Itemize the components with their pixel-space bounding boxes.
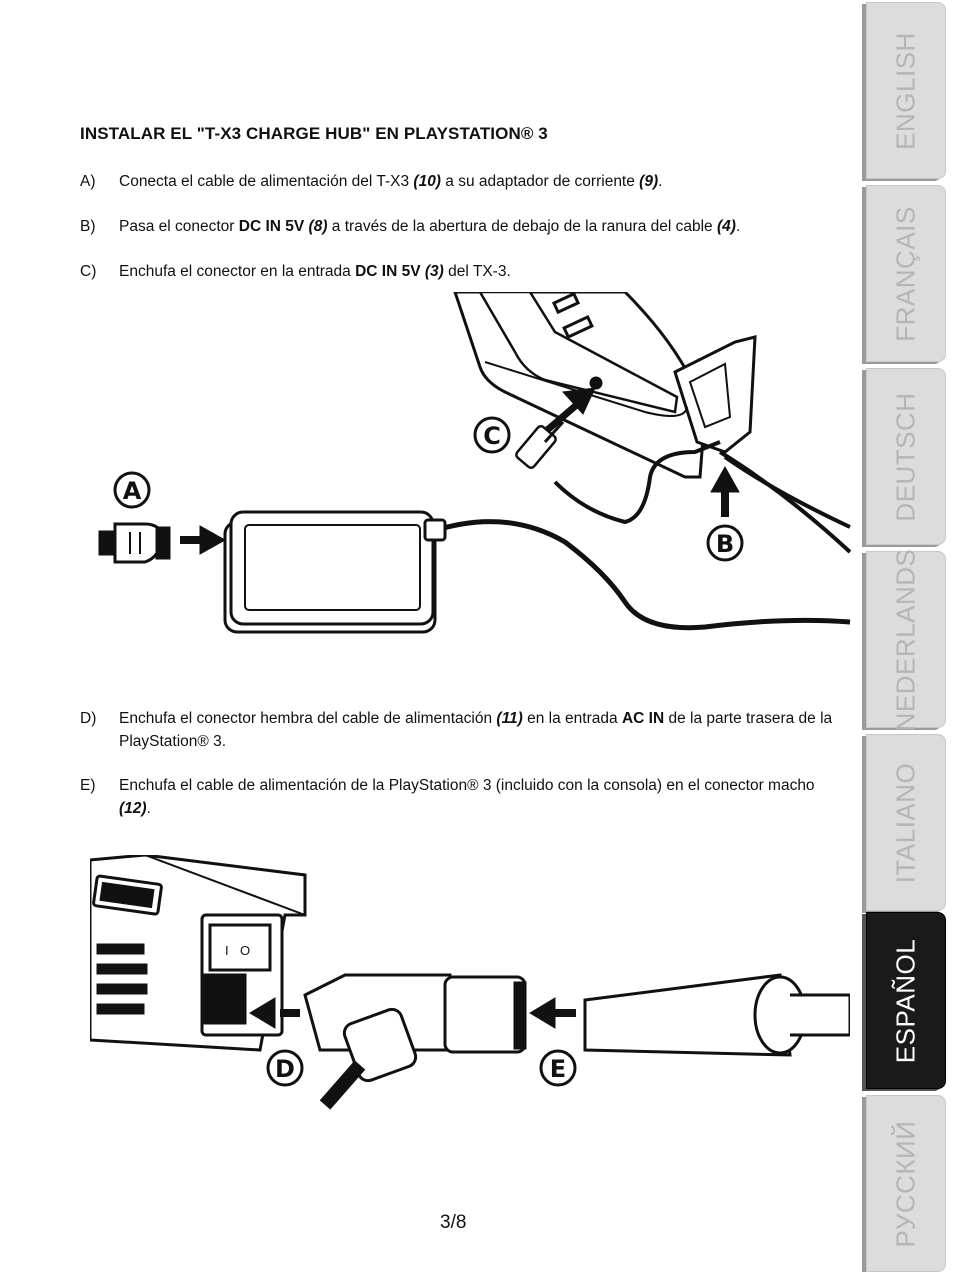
step-text: Conecta el cable de alimentación del T-X… [119,170,840,193]
step-text-run: Pasa el conector [119,218,239,235]
step-emphasis: DC IN 5V [238,218,305,235]
tab-label: FRANÇAIS [890,205,921,342]
callout-b: B [706,524,744,562]
tab-label: РУССКИЙ [890,1120,921,1247]
callout-c-label: C [483,422,501,450]
step-d: D) Enchufa el conector hembra del cable … [80,707,840,753]
arrow-d [249,997,300,1029]
tab-english[interactable]: ENGLISH [866,2,946,179]
step-text: Enchufa el conector hembra del cable de … [119,707,840,753]
callout-e-label: E [550,1055,566,1083]
step-emphasis: AC IN [621,710,665,727]
step-letter: E) [80,777,96,794]
step-text: Enchufa el conector en la entrada DC IN … [119,260,840,283]
step-emphasis: (3) [424,263,444,280]
dc-plug-illustration [515,420,565,470]
switch-off-mark: O [240,943,250,958]
tab-francais[interactable]: FRANÇAIS [866,185,946,362]
callout-e: E [539,1049,577,1087]
step-text-run: Enchufa el conector en la entrada [119,263,356,280]
power-adapter-illustration [223,510,447,634]
tab-label: ESPAÑOL [890,938,921,1063]
switch-on-mark: I [225,943,229,958]
callout-c: C [473,416,511,454]
figure-ac-in-connection: I O D [90,855,850,1125]
step-text-run: . [735,218,741,235]
step-emphasis: (12) [119,800,147,817]
tab-label: DEUTSCH [890,391,921,522]
tab-espanol[interactable]: ESPAÑOL [866,912,946,1089]
step-text-run: Enchufa el conector hembra del cable de … [119,710,497,727]
tab-russian[interactable]: РУССКИЙ [866,1095,946,1272]
tab-italiano[interactable]: ITALIANO [866,734,946,911]
charge-hub-illustration [453,292,757,479]
figure-adapter-to-hub: A C B [85,292,855,672]
ps3-power-plug-illustration [583,973,850,1057]
step-c: C) Enchufa el conector en la entrada DC … [80,260,840,283]
step-text-run: . [658,173,663,190]
power-cable-adapter-illustration [303,973,527,1083]
step-text-run: Enchufa el cable de alimentación de la P… [119,777,815,794]
step-emphasis: (9) [639,173,659,190]
step-text: Enchufa el cable de alimentación de la P… [119,774,840,820]
tab-label: ITALIANO [890,762,921,883]
language-tabs: ENGLISH FRANÇAIS DEUTSCH NEDERLANDS ITAL… [866,0,946,1272]
cables [429,440,852,631]
step-text-run: a través de la abertura de debajo de la … [327,218,717,235]
console-back-illustration [90,855,307,1052]
step-emphasis: (8) [308,218,328,235]
step-b: B) Pasa el conector DC IN 5V (8) a travé… [80,215,840,238]
arrow-a [180,525,227,555]
step-text-run: a su adaptador de corriente [440,173,640,190]
step-text-run: del TX-3. [443,263,511,280]
arrow-b [710,465,740,517]
step-letter: D) [80,710,97,727]
tab-label: NEDERLANDS [890,548,921,731]
step-e: E) Enchufa el cable de alimentación de l… [80,774,840,820]
step-letter: B) [80,218,96,235]
tab-label: ENGLISH [890,31,921,150]
arrow-e [529,997,576,1029]
step-a: A) Conecta el cable de alimentación del … [80,170,840,193]
step-letter: A) [80,173,96,190]
step-text: Pasa el conector DC IN 5V (8) a través d… [119,215,840,238]
callout-d: D [266,1049,304,1087]
step-emphasis: (4) [716,218,736,235]
section-heading: INSTALAR EL "T-X3 CHARGE HUB" EN PLAYSTA… [80,124,548,143]
step-text-run: en la entrada [522,710,622,727]
callout-b-label: B [716,530,734,558]
arrow-c [542,387,596,435]
ac-plug-illustration [98,522,171,564]
page-number: 3/8 [440,1212,467,1233]
step-emphasis: (10) [413,173,441,190]
step-emphasis: (11) [496,710,523,727]
callout-a-label: A [123,477,142,505]
step-text-run: . [146,800,151,817]
tab-deutsch[interactable]: DEUTSCH [866,368,946,545]
step-letter: C) [80,263,97,280]
step-text-run: de la parte trasera de la PlayStation® 3… [119,710,833,750]
step-text-run: Conecta el cable de alimentación del T-X… [119,173,414,190]
black-cable [319,1060,366,1110]
callout-d-label: D [275,1055,295,1083]
tab-nederlands[interactable]: NEDERLANDS [866,548,946,731]
step-emphasis: DC IN 5V [355,263,421,280]
callout-a: A [113,471,151,509]
